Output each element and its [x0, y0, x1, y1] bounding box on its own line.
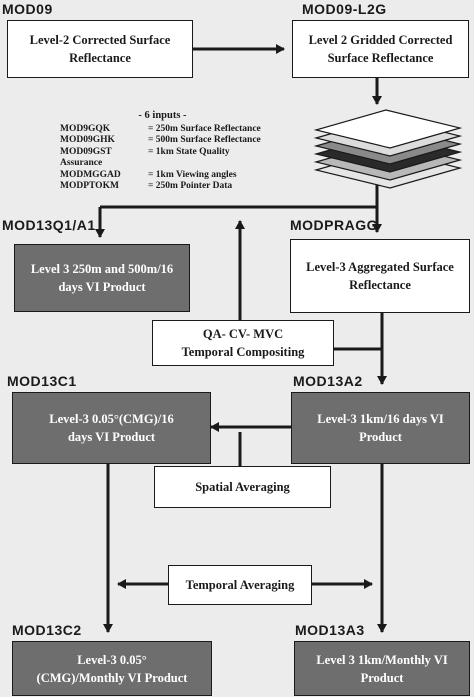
label-mod13q1: MOD13Q1/A1 [2, 217, 96, 233]
input-desc: = 250m Surface Reflectance [148, 123, 261, 134]
box-text-line: Spatial Averaging [195, 480, 290, 494]
input-desc: = 1km State Quality [148, 146, 230, 157]
label-mod13a2: MOD13A2 [293, 373, 363, 389]
label-mod13c1: MOD13C1 [7, 373, 77, 389]
box-text-line: days VI Product [58, 280, 146, 294]
input-name: MODPTOKM [60, 181, 119, 191]
box-level3-005-cmg-16day-vi: Level-3 0.05°(CMG)/16 days VI Product [12, 392, 211, 464]
box-level2-corrected-surface-reflectance: Level-2 Corrected Surface Reflectance [7, 20, 193, 78]
box-text-line: Level-3 0.05°(CMG)/16 [49, 412, 174, 426]
box-level3-1km-16day-vi: Level-3 1km/16 days VI Product [291, 392, 470, 464]
input-row: MOD9GQK = 250m Surface Reflectance [60, 124, 305, 136]
input-desc: = 500m Surface Reflectance [148, 135, 261, 145]
box-text-line: Surface Reflectance [327, 51, 434, 65]
label-mod13c2: MOD13C2 [12, 622, 82, 638]
box-level3-aggregated-reflectance: Level-3 Aggregated Surface Reflectance [290, 239, 470, 313]
input-name: MOD9GQK [60, 123, 111, 134]
box-text-line: Temporal Averaging [185, 578, 295, 592]
box-level3-005-cmg-monthly-vi: Level-3 0.05° (CMG)/Monthly VI Product [12, 641, 212, 696]
box-text-line: Level-3 Aggregated Surface [306, 260, 454, 274]
box-text-line: Temporal Compositing [181, 345, 305, 359]
box-text-line: Reflectance [69, 51, 131, 65]
input-name: Assurance [60, 158, 103, 168]
input-row: MODPTOKM = 250m Pointer Data [60, 181, 305, 193]
layer-stack-icon [313, 109, 463, 189]
label-mod09: MOD09 [2, 1, 53, 17]
box-text-line: Level 3 1km/Monthly VI [316, 652, 448, 667]
box-spatial-averaging: Spatial Averaging [154, 466, 331, 508]
input-row: MOD09GST = 1km State Quality [60, 147, 305, 159]
box-text-line: Level-3 0.05° [77, 652, 147, 667]
input-desc [148, 158, 305, 170]
input-row: Assurance [60, 158, 305, 170]
input-name: MODMGGAD [60, 169, 121, 180]
box-text-line: Level 2 Gridded Corrected [308, 33, 453, 47]
label-mod13a3: MOD13A3 [295, 622, 365, 638]
input-row: MOD09GHK = 500m Surface Reflectance [60, 135, 305, 147]
box-text-line: Reflectance [349, 278, 411, 292]
box-text-line: Product [359, 430, 402, 444]
box-text-line: (CMG)/Monthly VI Product [36, 670, 188, 685]
box-temporal-averaging: Temporal Averaging [168, 565, 312, 605]
input-desc: = 1km Viewing angles [148, 169, 237, 180]
box-text-line: Level-2 Corrected Surface [29, 33, 171, 47]
box-text-line: Level 3 250m and 500m/16 [30, 262, 174, 276]
box-level3-1km-monthly-vi: Level 3 1km/Monthly VI Product [294, 641, 470, 696]
input-desc: = 250m Pointer Data [148, 181, 233, 191]
input-name: MOD09GHK [60, 135, 115, 145]
box-text-line: days VI Product [67, 430, 156, 444]
input-row: MODMGGAD = 1km Viewing angles [60, 170, 305, 182]
inputs-legend: - 6 inputs - MOD9GQK = 250m Surface Refle… [60, 110, 305, 193]
input-name: MOD09GST [60, 146, 112, 157]
box-text-line: Product [360, 670, 404, 685]
label-modpragg: MODPRAGG [290, 217, 378, 233]
box-level2-gridded-reflectance: Level 2 Gridded Corrected Surface Reflec… [292, 20, 469, 78]
label-mod09-l2g: MOD09-L2G [302, 1, 387, 17]
box-temporal-compositing: QA- CV- MVC Temporal Compositing [152, 320, 334, 366]
box-text-line: Level-3 1km/16 days VI [317, 412, 444, 426]
inputs-header: - 6 inputs - [138, 110, 187, 121]
box-level3-250m-500m-vi: Level 3 250m and 500m/16 days VI Product [14, 244, 190, 312]
box-text-line: QA- CV- MVC [202, 327, 284, 341]
